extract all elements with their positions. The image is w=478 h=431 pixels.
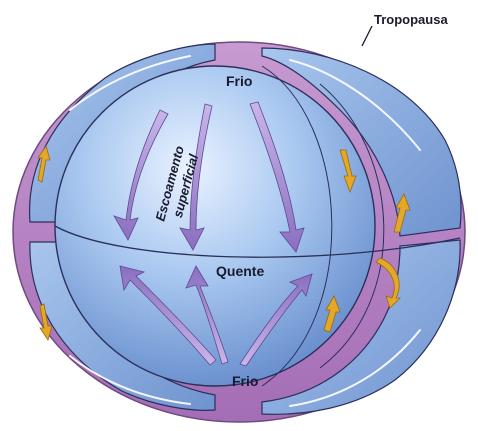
warm-equator-label: Quente [216, 263, 264, 279]
cold-pole-top-label: Frio [226, 73, 252, 89]
tropopause-pointer-line [362, 26, 372, 46]
cold-pole-bottom-label: Frio [232, 373, 258, 389]
tropopause-label: Tropopausa [374, 12, 448, 27]
